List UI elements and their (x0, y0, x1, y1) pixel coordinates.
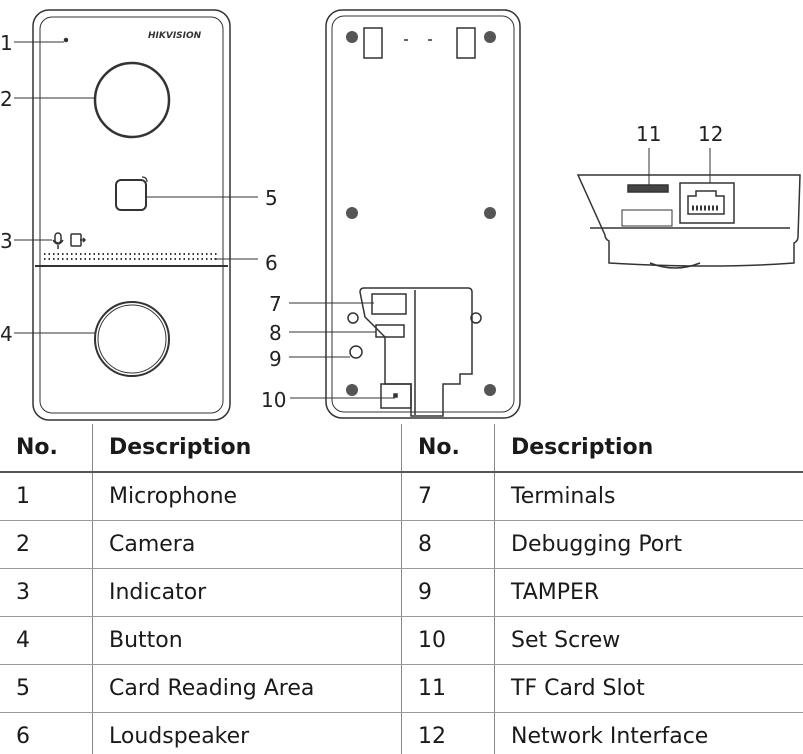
network-interface (679, 182, 735, 224)
card-reader-icon (115, 179, 147, 211)
cell-number: 8 (401, 520, 495, 569)
device-illustration: HIKVISION 1 2 3 4 5 6 (0, 9, 801, 421)
header-description: Description (92, 424, 402, 473)
cell-description: Terminals (494, 472, 803, 521)
cell-description: TF Card Slot (494, 664, 803, 713)
cell-description: Indicator (92, 568, 402, 617)
cell-number: 2 (0, 520, 93, 569)
cell-description: Button (92, 616, 402, 665)
callout-10: 10 (261, 388, 286, 412)
cell-description: Card Reading Area (92, 664, 402, 713)
cell-number: 4 (0, 616, 93, 665)
set-screw (380, 383, 412, 409)
table-header-row: No. Description No. Description (0, 424, 803, 473)
callout-9: 9 (269, 347, 282, 371)
cell-description: Network Interface (494, 712, 803, 754)
cell-number: 10 (401, 616, 495, 665)
cell-number: 3 (0, 568, 93, 617)
tamper-switch (349, 345, 363, 359)
cell-number: 9 (401, 568, 495, 617)
header-no: No. (0, 424, 93, 473)
cell-description: Loudspeaker (92, 712, 402, 754)
callout-1: 1 (0, 31, 13, 55)
microphone-icon (52, 232, 64, 249)
front-panel: HIKVISION 1 2 3 4 5 6 (0, 9, 278, 421)
callout-5: 5 (265, 186, 278, 210)
call-button (94, 301, 170, 377)
callout-2: 2 (0, 87, 13, 111)
cell-description: TAMPER (494, 568, 803, 617)
callout-6: 6 (265, 251, 278, 275)
header-no: No. (401, 424, 495, 473)
callout-3: 3 (0, 229, 13, 253)
microphone-hole (63, 37, 69, 43)
callout-8: 8 (269, 321, 282, 345)
tf-card-slot (627, 184, 669, 193)
debugging-port (375, 324, 405, 338)
cell-number: 12 (418, 724, 446, 749)
cell-number: 7 (401, 472, 495, 521)
cell-number: 5 (0, 664, 93, 713)
hikvision-logo: HIKVISION (148, 31, 202, 41)
cell-number: 1 (0, 472, 93, 521)
cell-description: Debugging Port (494, 520, 803, 569)
callout-11: 11 (636, 122, 661, 146)
header-description: Description (494, 424, 803, 473)
side-view: 11 12 (576, 122, 801, 269)
terminal-module (359, 287, 473, 417)
back-panel: 7 8 9 10 (261, 9, 521, 419)
cell-description: Microphone (92, 472, 402, 521)
camera-lens (93, 61, 171, 139)
callout-12: 12 (698, 122, 723, 146)
cell-description: Camera (92, 520, 402, 569)
door-icon (70, 233, 87, 247)
cell-number: 6 (16, 724, 30, 749)
cell-number: 11 (401, 664, 495, 713)
cell-description: Set Screw (494, 616, 803, 665)
terminals-connector (371, 293, 407, 315)
callout-7: 7 (269, 292, 282, 316)
callout-4: 4 (0, 322, 13, 346)
table-row: 6 Loudspeaker 12 Network Interface (0, 712, 803, 754)
mounting-screws (346, 31, 496, 396)
